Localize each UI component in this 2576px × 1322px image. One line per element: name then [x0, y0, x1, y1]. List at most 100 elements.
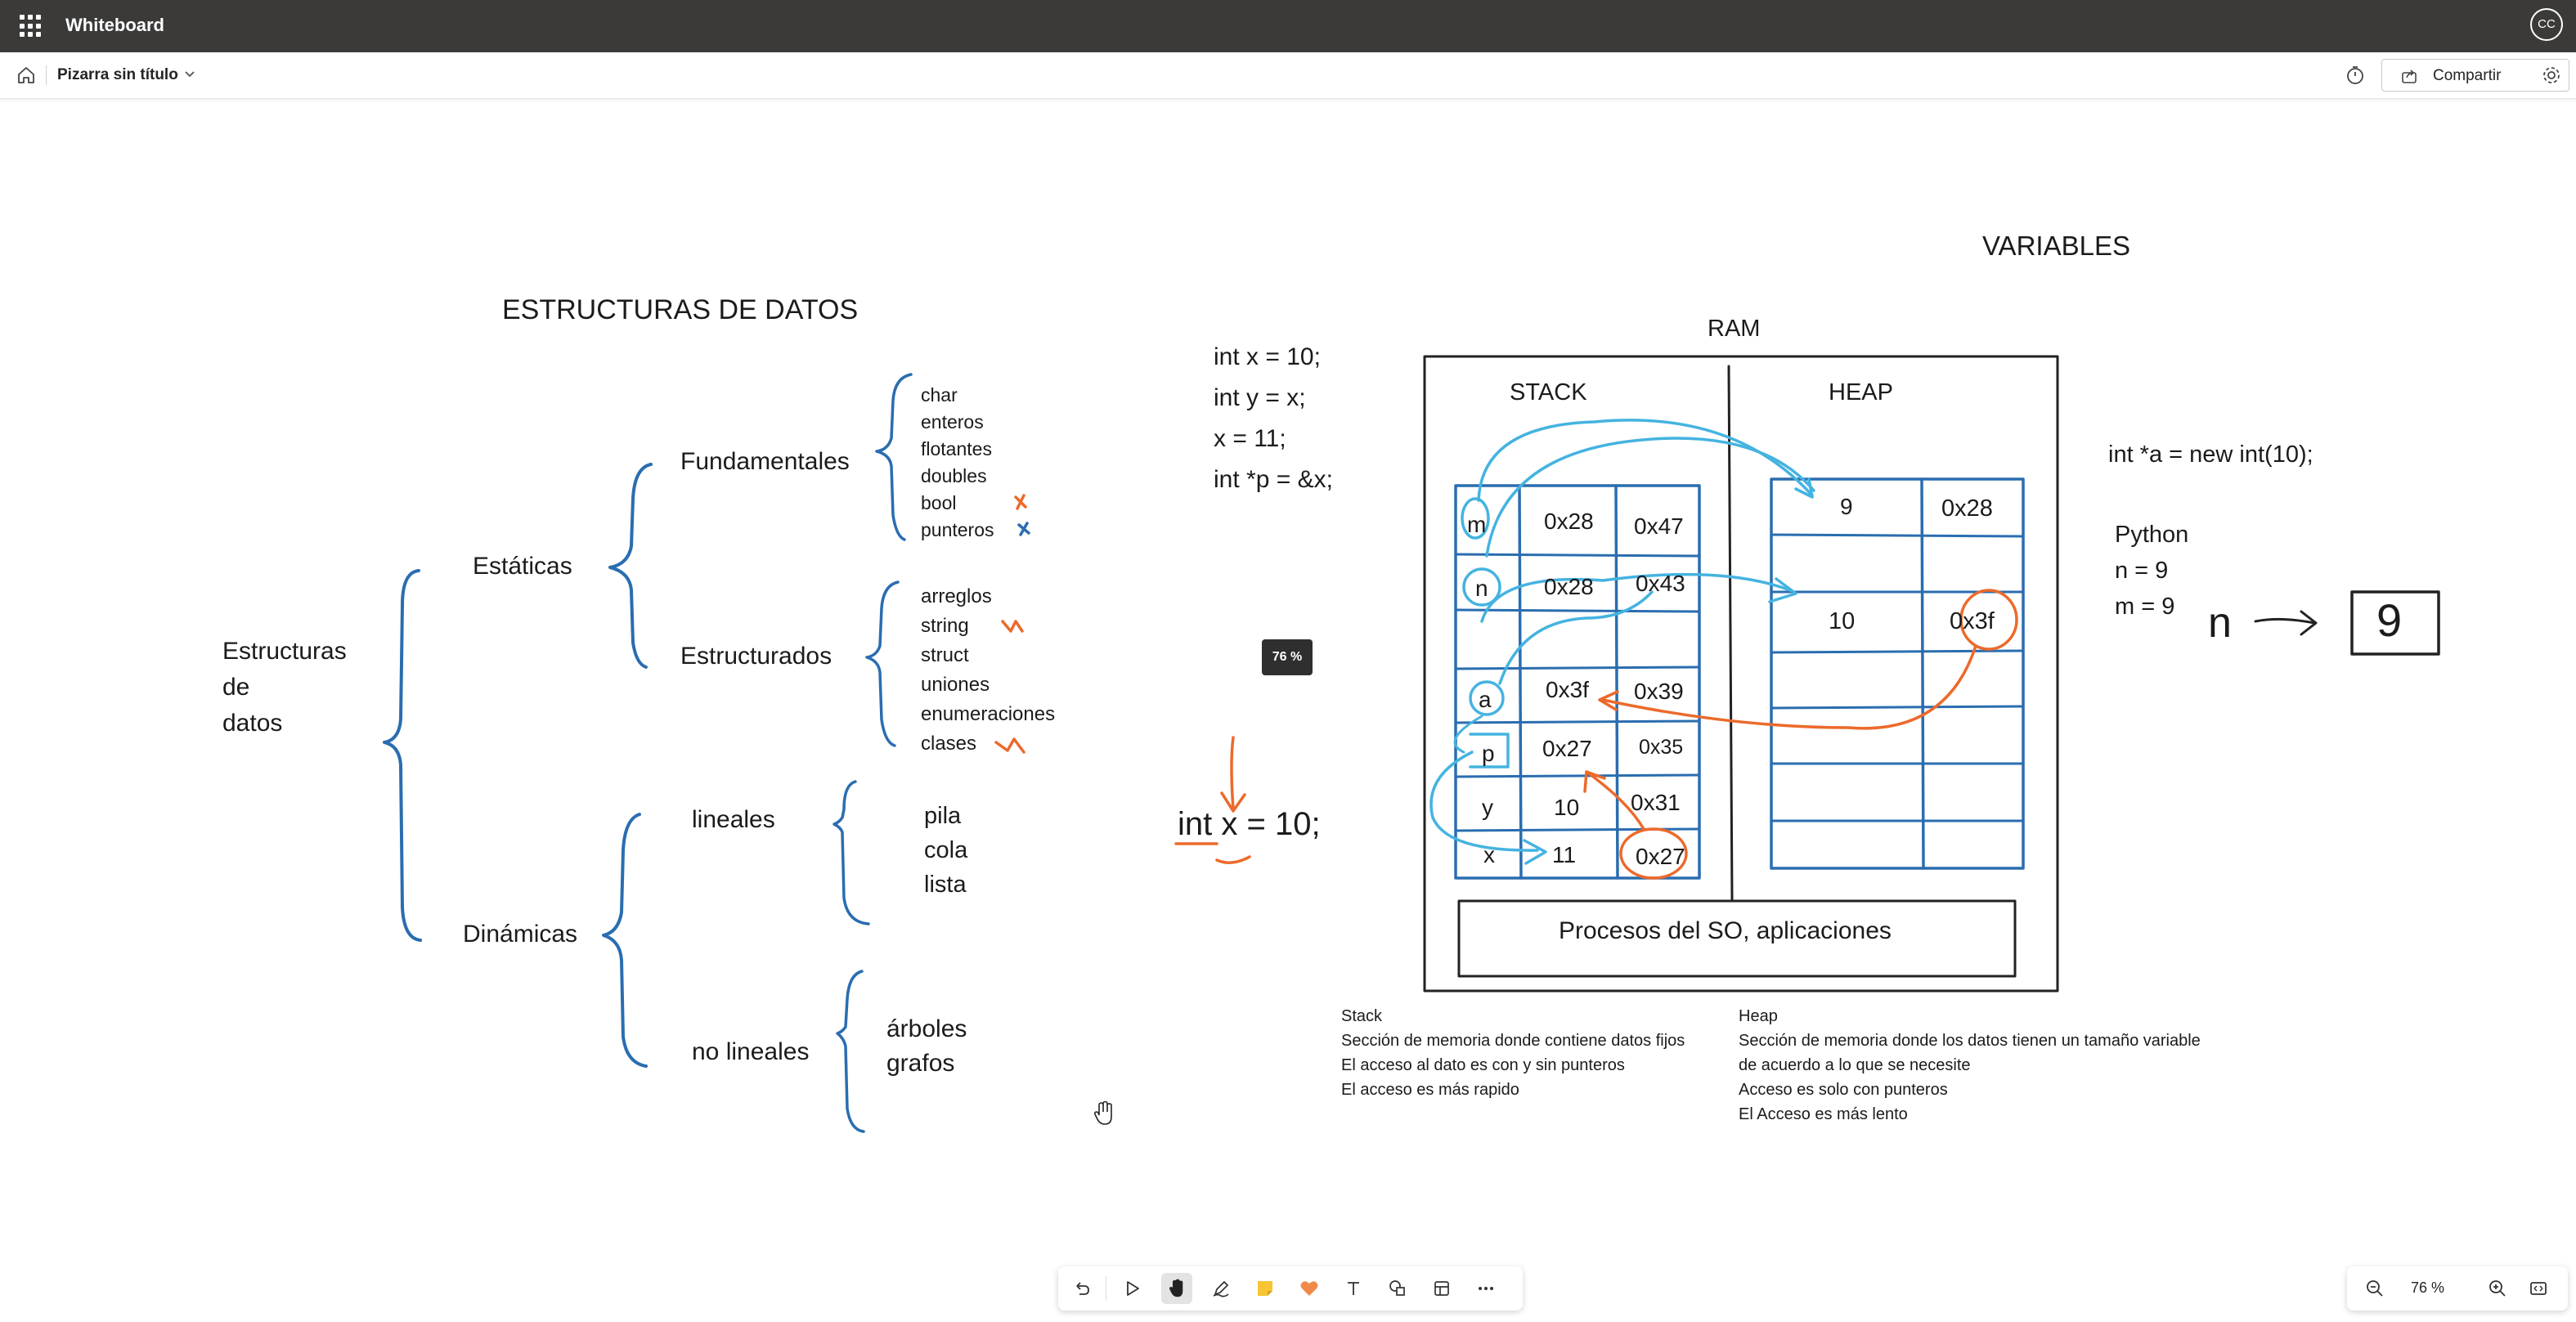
heap-note: de acuerdo a lo que se necesite [1739, 1056, 1971, 1074]
heap-note: El Acceso es más lento [1739, 1105, 1908, 1123]
python-line: n = 9 [2115, 558, 2169, 584]
document-title[interactable]: Pizarra sin título [57, 66, 178, 83]
stack-address: 0x31 [1631, 790, 1681, 815]
gear-icon[interactable] [2540, 64, 2563, 87]
dinamicas-label: Dinámicas [463, 921, 578, 948]
sticky-note-icon [1258, 1281, 1272, 1296]
sticky-note-button[interactable] [1250, 1273, 1281, 1304]
stack-var-name: p [1482, 741, 1495, 766]
ram-label: RAM [1708, 316, 1761, 342]
template-button[interactable] [1426, 1273, 1457, 1304]
estructurado-item: struct [921, 644, 969, 666]
reaction-button[interactable] [1294, 1273, 1325, 1304]
avatar[interactable]: CC [2530, 8, 2563, 41]
stack-address: 0x35 [1639, 736, 1684, 759]
brace-root [383, 569, 422, 942]
circle-a [1469, 680, 1505, 716]
template-icon [1434, 1281, 1449, 1296]
fundamental-item: punteros [921, 519, 994, 540]
app-launcher-icon[interactable] [20, 15, 43, 38]
stack-address: 0x47 [1634, 513, 1684, 539]
arrow-n-to-heap [1485, 437, 1815, 558]
chevron-down-icon[interactable] [182, 65, 198, 82]
circle-0x27 [1619, 827, 1688, 880]
mark-string [1001, 620, 1024, 633]
underline-x [1215, 855, 1251, 864]
brace-estaticas [608, 463, 653, 669]
processes-label: Procesos del SO, aplicaciones [1559, 917, 1892, 944]
share-button[interactable]: Compartir [2381, 59, 2569, 92]
brace-lineales [832, 780, 870, 925]
circle-m [1461, 497, 1490, 540]
zoom-out-icon[interactable] [2365, 1279, 2385, 1298]
heap-note: Sección de memoria donde los datos tiene… [1739, 1032, 2201, 1050]
zoom-controls: 76 % [2347, 1266, 2568, 1311]
drawing-toolbar [1058, 1266, 1523, 1311]
more-icon [1479, 1287, 1493, 1290]
stack-note: Sección de memoria donde contiene datos … [1341, 1032, 1685, 1050]
diagram-title: ESTRUCTURAS DE DATOS [502, 294, 859, 325]
root-label-1: Estructuras [222, 638, 347, 665]
ink-layer [383, 355, 2440, 1133]
brace-fundamentales [875, 373, 913, 541]
shapes-tool-button[interactable] [1382, 1273, 1413, 1304]
arrow-m-to-heap [1477, 419, 1814, 502]
code-line: int x = 10; [1214, 343, 1321, 370]
text-tool-button[interactable] [1338, 1273, 1369, 1304]
heap-note: Heap [1739, 1007, 1778, 1025]
pen-tool-button[interactable] [1205, 1273, 1236, 1304]
python-label: Python [2115, 522, 2189, 548]
fit-screen-icon[interactable] [2529, 1279, 2548, 1298]
fundamental-item: flotantes [921, 438, 992, 459]
stack-note: Stack [1341, 1007, 1383, 1025]
app-title: Whiteboard [65, 15, 164, 35]
stack-table-border [1454, 484, 1701, 880]
no-lineal-item: grafos [886, 1050, 955, 1077]
zoom-in-icon[interactable] [2488, 1279, 2507, 1298]
text-icon [1348, 1282, 1359, 1295]
stack-var-name: a [1479, 687, 1492, 712]
stack-var-name: m [1467, 512, 1487, 537]
share-icon [2402, 69, 2417, 83]
fundamental-item: bool [921, 492, 957, 513]
stack-address: 0x27 [1636, 844, 1685, 869]
circle-heap-0x3f [1959, 589, 2018, 651]
fundamental-item: doubles [921, 465, 987, 486]
heap-label: HEAP [1829, 379, 1893, 406]
zoom-tooltip: 76 % [1262, 639, 1313, 675]
heap-address: 0x28 [1941, 495, 1993, 522]
lineal-item: pila [924, 803, 962, 829]
no-lineales-label: no lineales [692, 1038, 810, 1065]
home-icon[interactable] [15, 64, 38, 87]
fundamental-item: enteros [921, 411, 984, 432]
arrow-n-to-heap-2 [1480, 572, 1797, 623]
zoom-level[interactable]: 76 % [2411, 1279, 2445, 1296]
ram-divider [1727, 365, 1734, 901]
hand-icon [1169, 1279, 1183, 1297]
lineales-label: lineales [692, 806, 775, 833]
stack-note: El acceso al dato es con y sin punteros [1341, 1056, 1625, 1074]
estructurado-item: arreglos [921, 585, 992, 607]
stack-value: 0x28 [1544, 574, 1594, 599]
timer-icon[interactable] [2344, 64, 2367, 87]
python-sketch-value: 9 [2376, 594, 2403, 646]
lineal-item: cola [924, 837, 968, 863]
estaticas-label: Estáticas [473, 553, 572, 580]
code-line: x = 11; [1214, 425, 1286, 452]
stack-address: 0x39 [1634, 679, 1684, 704]
heap-table-border [1770, 477, 2025, 870]
stack-var-name: n [1475, 576, 1488, 601]
python-line: m = 9 [2115, 594, 2175, 620]
root-label-3: datos [222, 710, 283, 737]
mark-punteros [1017, 522, 1030, 536]
code-bottom: int x = 10; [1178, 806, 1321, 842]
python-value-box [2350, 590, 2440, 656]
stack-note: El acceso es más rapido [1341, 1081, 1519, 1099]
select-tool-button[interactable] [1117, 1273, 1148, 1304]
whiteboard-canvas[interactable]: ESTRUCTURAS DE DATOS Estructuras de dato… [0, 98, 2576, 1322]
undo-button[interactable] [1066, 1273, 1097, 1304]
hand-tool-button[interactable] [1161, 1273, 1192, 1304]
arrow-a [1498, 590, 1654, 685]
brace-no-lineales [836, 970, 865, 1133]
more-button[interactable] [1470, 1273, 1501, 1304]
